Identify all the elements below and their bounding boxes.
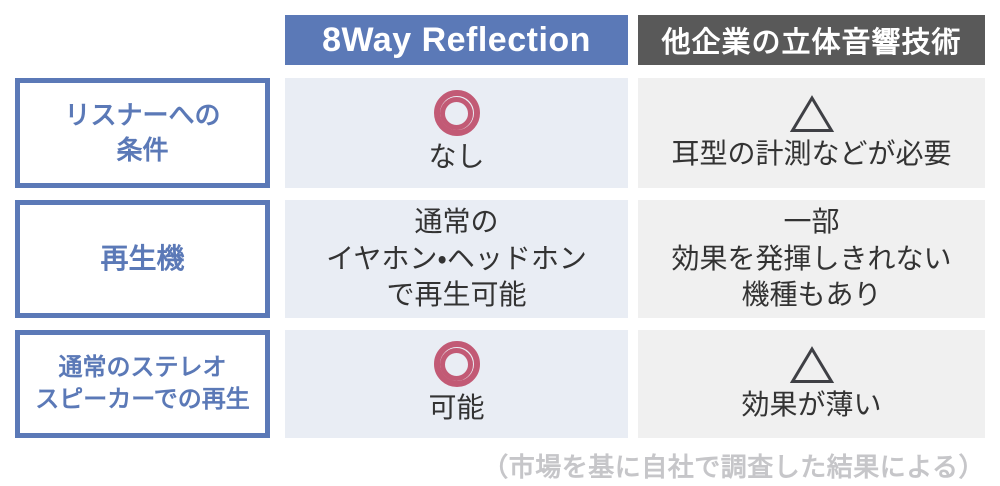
cell-text: なし <box>428 141 485 173</box>
row-label-text: リスナーへの 条件 <box>64 99 221 165</box>
row-label-listener-conditions: リスナーへの 条件 <box>15 78 270 188</box>
cell-text: 耳型の計測などが必要 <box>671 137 952 169</box>
row-label-stereo-speaker-playback: 通常のステレオ スピーカーでの再生 <box>15 330 270 438</box>
cell-8way-playback-device: 通常の イヤホン・ヘッドホン で再生可能 <box>285 200 628 318</box>
double-circle-icon <box>433 341 480 388</box>
comparison-table: 8Way Reflection 他企業の立体音響技術 リスナーへの 条件 なし … <box>0 0 1000 438</box>
source-note-text: （市場を基に自社で調査した結果による） <box>482 452 985 482</box>
column-header-others-label: 他企業の立体音響技術 <box>661 27 962 59</box>
cell-text: 一部 効果を発揮しきれない 機種もあり <box>671 206 952 311</box>
cell-others-stereo-speaker-playback: 効果が薄い <box>638 330 985 438</box>
cell-others-playback-device: 一部 効果を発揮しきれない 機種もあり <box>638 200 985 318</box>
cell-others-listener-conditions: 耳型の計測などが必要 <box>638 78 985 188</box>
triangle-icon <box>789 345 834 383</box>
row-label-text: 再生機 <box>100 243 185 275</box>
cell-text: 可能 <box>428 392 485 424</box>
column-header-8way-reflection: 8Way Reflection <box>285 15 628 65</box>
cell-8way-stereo-speaker-playback: 可能 <box>285 330 628 438</box>
column-header-other-companies: 他企業の立体音響技術 <box>638 15 985 65</box>
cell-text: 効果が薄い <box>741 388 882 420</box>
column-header-8way-label: 8Way Reflection <box>322 20 591 59</box>
triangle-icon <box>789 94 834 132</box>
source-note: （市場を基に自社で調査した結果による） <box>0 447 1000 484</box>
row-label-playback-device: 再生機 <box>15 200 270 318</box>
cell-8way-listener-conditions: なし <box>285 78 628 188</box>
cell-text: 通常の イヤホン・ヘッドホン で再生可能 <box>326 206 587 311</box>
double-circle-icon <box>433 90 480 137</box>
row-label-text: 通常のステレオ スピーカーでの再生 <box>35 353 250 413</box>
